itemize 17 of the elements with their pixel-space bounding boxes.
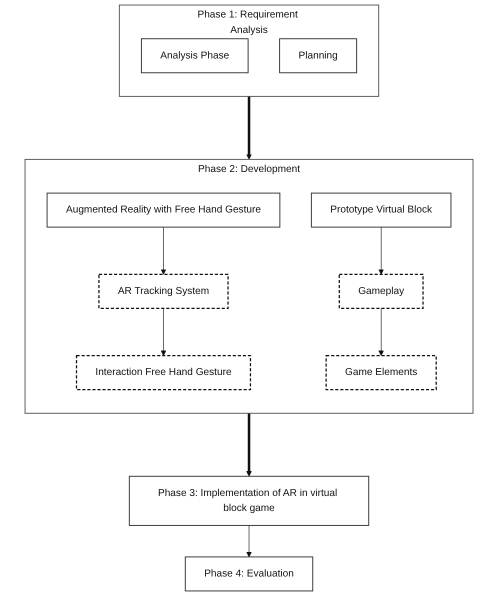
node-box: Planning bbox=[280, 38, 358, 74]
node-box: Phase 4: Evaluation bbox=[185, 556, 314, 592]
node-box: Analysis Phase bbox=[141, 38, 250, 74]
arrow bbox=[161, 308, 167, 356]
node-box: Gameplay bbox=[339, 274, 424, 310]
node-box: Augmented Reality with Free Hand Gesture bbox=[47, 192, 281, 228]
arrow bbox=[378, 308, 384, 356]
node-box: Game Elements bbox=[326, 355, 438, 390]
arrow bbox=[246, 413, 252, 477]
arrow bbox=[161, 226, 167, 275]
node-box: Interaction Free Hand Gesture bbox=[76, 355, 252, 390]
node-box: Prototype Virtual Block bbox=[311, 192, 452, 228]
node-box: AR Tracking System bbox=[98, 274, 230, 310]
node-box: Phase 3: Implementation of AR in virtual block game bbox=[129, 476, 370, 526]
arrow bbox=[246, 525, 252, 558]
arrow bbox=[378, 226, 384, 275]
arrow bbox=[246, 96, 252, 160]
